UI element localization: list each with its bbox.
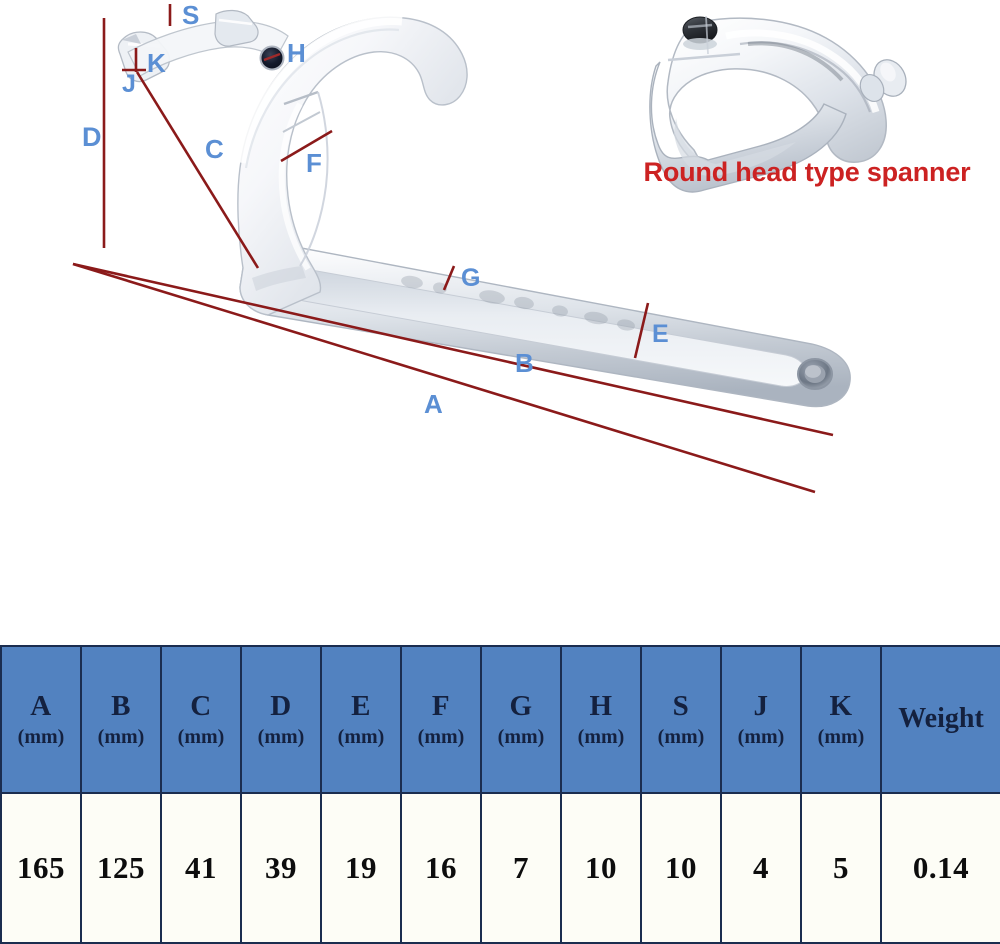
column-header-c: C (mm) (160, 645, 242, 794)
dimension-label-d: D (82, 122, 102, 152)
dimension-label-f: F (306, 148, 322, 178)
column-letter-b: B (111, 689, 131, 722)
dimension-label-h: H (287, 38, 306, 68)
column-header-b: B (mm) (80, 645, 162, 794)
dimension-label-b: B (515, 348, 534, 378)
product-diagram-area: S H K J D C F G E B A Round head type sp… (72, 0, 971, 494)
cell-e: 19 (320, 792, 402, 944)
dimension-line-f (280, 129, 333, 163)
column-unit-j: (mm) (737, 726, 785, 749)
cell-d: 39 (240, 792, 322, 944)
inset-caption: Round head type spanner (643, 157, 971, 187)
column-header-j: J (mm) (720, 645, 802, 794)
dimension-label-e: E (652, 320, 669, 348)
column-letter-c: C (190, 689, 212, 722)
cell-s: 10 (640, 792, 722, 944)
dimension-label-g: G (461, 264, 481, 292)
column-letter-e: E (351, 689, 371, 722)
dimension-label-k: K (147, 48, 166, 78)
column-header-h: H (mm) (560, 645, 642, 794)
cell-h: 10 (560, 792, 642, 944)
column-letter-weight: Weight (898, 703, 984, 735)
table-row: 165 125 41 39 19 16 7 10 10 4 5 0.14 (0, 792, 1000, 944)
cell-a: 165 (0, 792, 82, 944)
inset-round-head-spanner-illustration (649, 15, 907, 193)
column-letter-j: J (753, 689, 769, 722)
cell-c: 41 (160, 792, 242, 944)
column-unit-f: (mm) (417, 726, 465, 749)
column-letter-d: D (270, 689, 292, 722)
column-header-d: D (mm) (240, 645, 322, 794)
column-letter-s: S (672, 689, 690, 722)
dimension-label-a: A (424, 389, 443, 419)
column-letter-g: G (509, 689, 533, 722)
dimension-lines (72, 4, 834, 494)
dimension-line-a (72, 262, 816, 494)
cell-k: 5 (800, 792, 882, 944)
dimension-label-s: S (182, 0, 200, 30)
column-header-e: E (mm) (320, 645, 402, 794)
column-header-s: S (mm) (640, 645, 722, 794)
column-unit-c: (mm) (177, 726, 225, 749)
column-unit-e: (mm) (337, 726, 385, 749)
column-header-a: A (mm) (0, 645, 82, 794)
specification-table: A (mm) B (mm) C (mm) D (mm) E (mm) (0, 645, 1000, 944)
column-letter-f: F (431, 689, 451, 722)
column-letter-k: K (829, 689, 853, 722)
column-header-k: K (mm) (800, 645, 882, 794)
cell-f: 16 (400, 792, 482, 944)
column-header-g: G (mm) (480, 645, 562, 794)
cell-j: 4 (720, 792, 802, 944)
dimension-line-c (135, 71, 260, 269)
column-header-weight: Weight (880, 645, 1000, 794)
dimension-line-g (442, 265, 456, 291)
column-letter-h: H (589, 689, 613, 722)
dimension-label-c: C (205, 134, 224, 164)
cell-weight: 0.14 (880, 792, 1000, 944)
dimension-line-e (633, 302, 650, 359)
cell-g: 7 (480, 792, 562, 944)
column-unit-b: (mm) (97, 726, 145, 749)
dimension-label-j: J (122, 70, 136, 98)
spec-table-container: A (mm) B (mm) C (mm) D (mm) E (mm) (0, 645, 1000, 944)
column-unit-g: (mm) (497, 726, 545, 749)
diagram-illustration (72, 4, 907, 494)
column-unit-s: (mm) (657, 726, 705, 749)
main-wrench-illustration (117, 9, 851, 408)
column-unit-d: (mm) (257, 726, 305, 749)
column-unit-k: (mm) (817, 726, 865, 749)
column-unit-a: (mm) (17, 726, 65, 749)
column-header-f: F (mm) (400, 645, 482, 794)
column-unit-h: (mm) (577, 726, 625, 749)
cell-b: 125 (80, 792, 162, 944)
column-letter-a: A (30, 689, 52, 722)
table-header-row: A (mm) B (mm) C (mm) D (mm) E (mm) (0, 645, 1000, 794)
dimension-line-b (72, 262, 834, 437)
